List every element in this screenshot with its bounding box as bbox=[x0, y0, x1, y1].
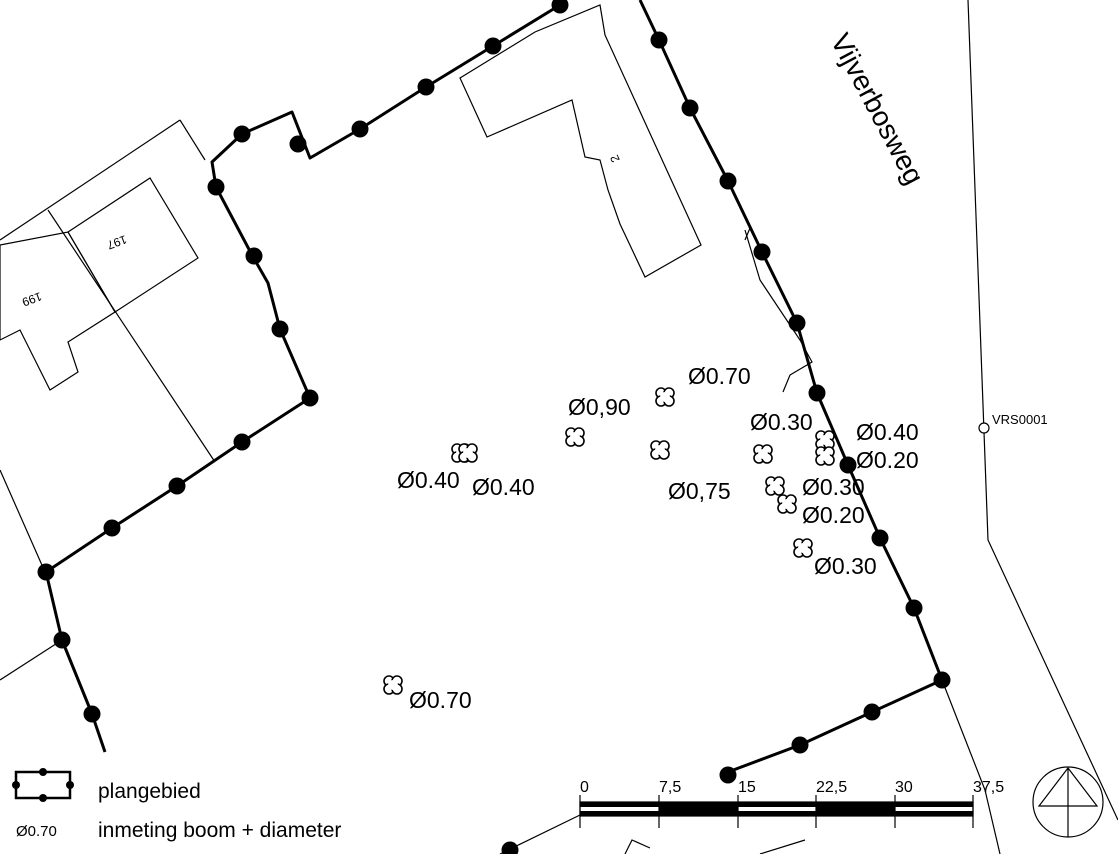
boundary-vertex-dot bbox=[839, 456, 857, 474]
tree-icon bbox=[765, 476, 785, 496]
boundary-vertex-dot bbox=[103, 519, 121, 537]
survey-point-marker bbox=[978, 422, 990, 434]
tree-label-3: Ø0.30 bbox=[750, 409, 813, 435]
tree-label-4: Ø0.40 bbox=[856, 419, 919, 445]
survey-point-label: VRS0001 bbox=[992, 412, 1048, 427]
tree-symbols bbox=[383, 387, 835, 695]
tree-label-8: Ø0,75 bbox=[668, 478, 731, 504]
boundary-vertex-dot bbox=[271, 320, 289, 338]
boundary-vertex-dot bbox=[233, 125, 251, 143]
boundary-vertex-dot bbox=[933, 671, 951, 689]
boundary-vertex-dot bbox=[808, 384, 826, 402]
scale-tick-0: 0 bbox=[580, 779, 589, 796]
boundary-vertex-dot bbox=[417, 78, 435, 96]
boundary-vertex-dot bbox=[484, 37, 502, 55]
boundary-vertex-dot bbox=[863, 703, 881, 721]
boundary-vertex-dot bbox=[551, 0, 569, 14]
boundary-vertex-dot bbox=[791, 736, 809, 754]
tree-icon bbox=[753, 444, 773, 464]
tree-label-12: Ø0.70 bbox=[409, 687, 472, 713]
street-name: Vijverbosweg bbox=[825, 28, 930, 189]
boundary-vertex-dot bbox=[753, 243, 771, 261]
tree-label-10: Ø0.20 bbox=[802, 502, 865, 528]
tree-icon bbox=[655, 387, 675, 407]
tree-icon bbox=[565, 427, 585, 447]
tree-icon bbox=[815, 446, 835, 466]
building-199-outline bbox=[0, 231, 116, 391]
tree-label-11: Ø0.30 bbox=[814, 553, 877, 579]
boundary-vertex-dot bbox=[501, 841, 519, 854]
boundary-vertex-dot bbox=[788, 314, 806, 332]
boundary-vertex-dot bbox=[871, 529, 889, 547]
boundary-vertex-dot bbox=[207, 178, 225, 196]
legend-plan-area-symbol bbox=[12, 768, 74, 802]
boundary-vertex-dot bbox=[245, 247, 263, 265]
house-number-199: 199 bbox=[20, 289, 44, 309]
boundary-vertex-dot bbox=[233, 433, 251, 451]
building-2-outline bbox=[459, 4, 702, 278]
tree-icon bbox=[777, 494, 797, 514]
house-number-2: 2 bbox=[607, 152, 623, 164]
scale-tick-2: 15 bbox=[738, 779, 756, 796]
scale-tick-5: 37,5 bbox=[973, 779, 1004, 796]
scale-tick-3: 22,5 bbox=[816, 779, 847, 796]
building-197-outline bbox=[67, 177, 199, 313]
tree-labels: Ø0.70 Ø0,90 Ø0.30 Ø0.40 Ø0.20 Ø0.40 Ø0.4… bbox=[397, 363, 919, 713]
legend: plangebied Ø0.70 inmeting boom + diamete… bbox=[12, 768, 341, 842]
tree-label-2: Ø0,90 bbox=[568, 394, 631, 420]
scale-bar: 0 7,5 15 22,5 30 37,5 bbox=[579, 779, 1004, 828]
boundary-vertex-dot bbox=[37, 563, 55, 581]
tree-icon bbox=[650, 440, 670, 460]
scale-tick-4: 30 bbox=[895, 779, 913, 796]
boundary-vertex-dot bbox=[289, 135, 307, 153]
north-arrow-icon bbox=[1032, 766, 1104, 838]
tree-icon bbox=[458, 443, 478, 463]
boundary-vertex-dot bbox=[719, 766, 737, 784]
boundary-vertex-dot bbox=[301, 389, 319, 407]
boundary-vertex-dot bbox=[351, 120, 369, 138]
tree-icon bbox=[793, 538, 813, 558]
boundary-vertex-dot bbox=[905, 599, 923, 617]
house-number-197: 197 bbox=[105, 232, 129, 252]
tree-label-1: Ø0.70 bbox=[688, 363, 751, 389]
legend-plan-area-label: plangebied bbox=[98, 780, 201, 803]
boundary-vertex-dot bbox=[168, 477, 186, 495]
tree-label-5: Ø0.20 bbox=[856, 447, 919, 473]
tree-label-7: Ø0.40 bbox=[472, 474, 535, 500]
plan-area-boundary bbox=[37, 0, 951, 854]
boundary-vertex-dot bbox=[53, 631, 71, 649]
legend-tree-label: inmeting boom + diameter bbox=[98, 819, 341, 842]
tree-icon bbox=[383, 675, 403, 695]
boundary-vertex-dot bbox=[681, 99, 699, 117]
boundary-vertex-dot bbox=[650, 31, 668, 49]
scale-tick-1: 7,5 bbox=[659, 779, 681, 796]
tree-label-6: Ø0.40 bbox=[397, 467, 460, 493]
tree-icon bbox=[815, 430, 835, 450]
boundary-vertex-dot bbox=[719, 172, 737, 190]
tree-label-9: Ø0.30 bbox=[802, 474, 865, 500]
boundary-vertex-dot bbox=[83, 705, 101, 723]
legend-tree-sample: Ø0.70 bbox=[16, 823, 57, 840]
